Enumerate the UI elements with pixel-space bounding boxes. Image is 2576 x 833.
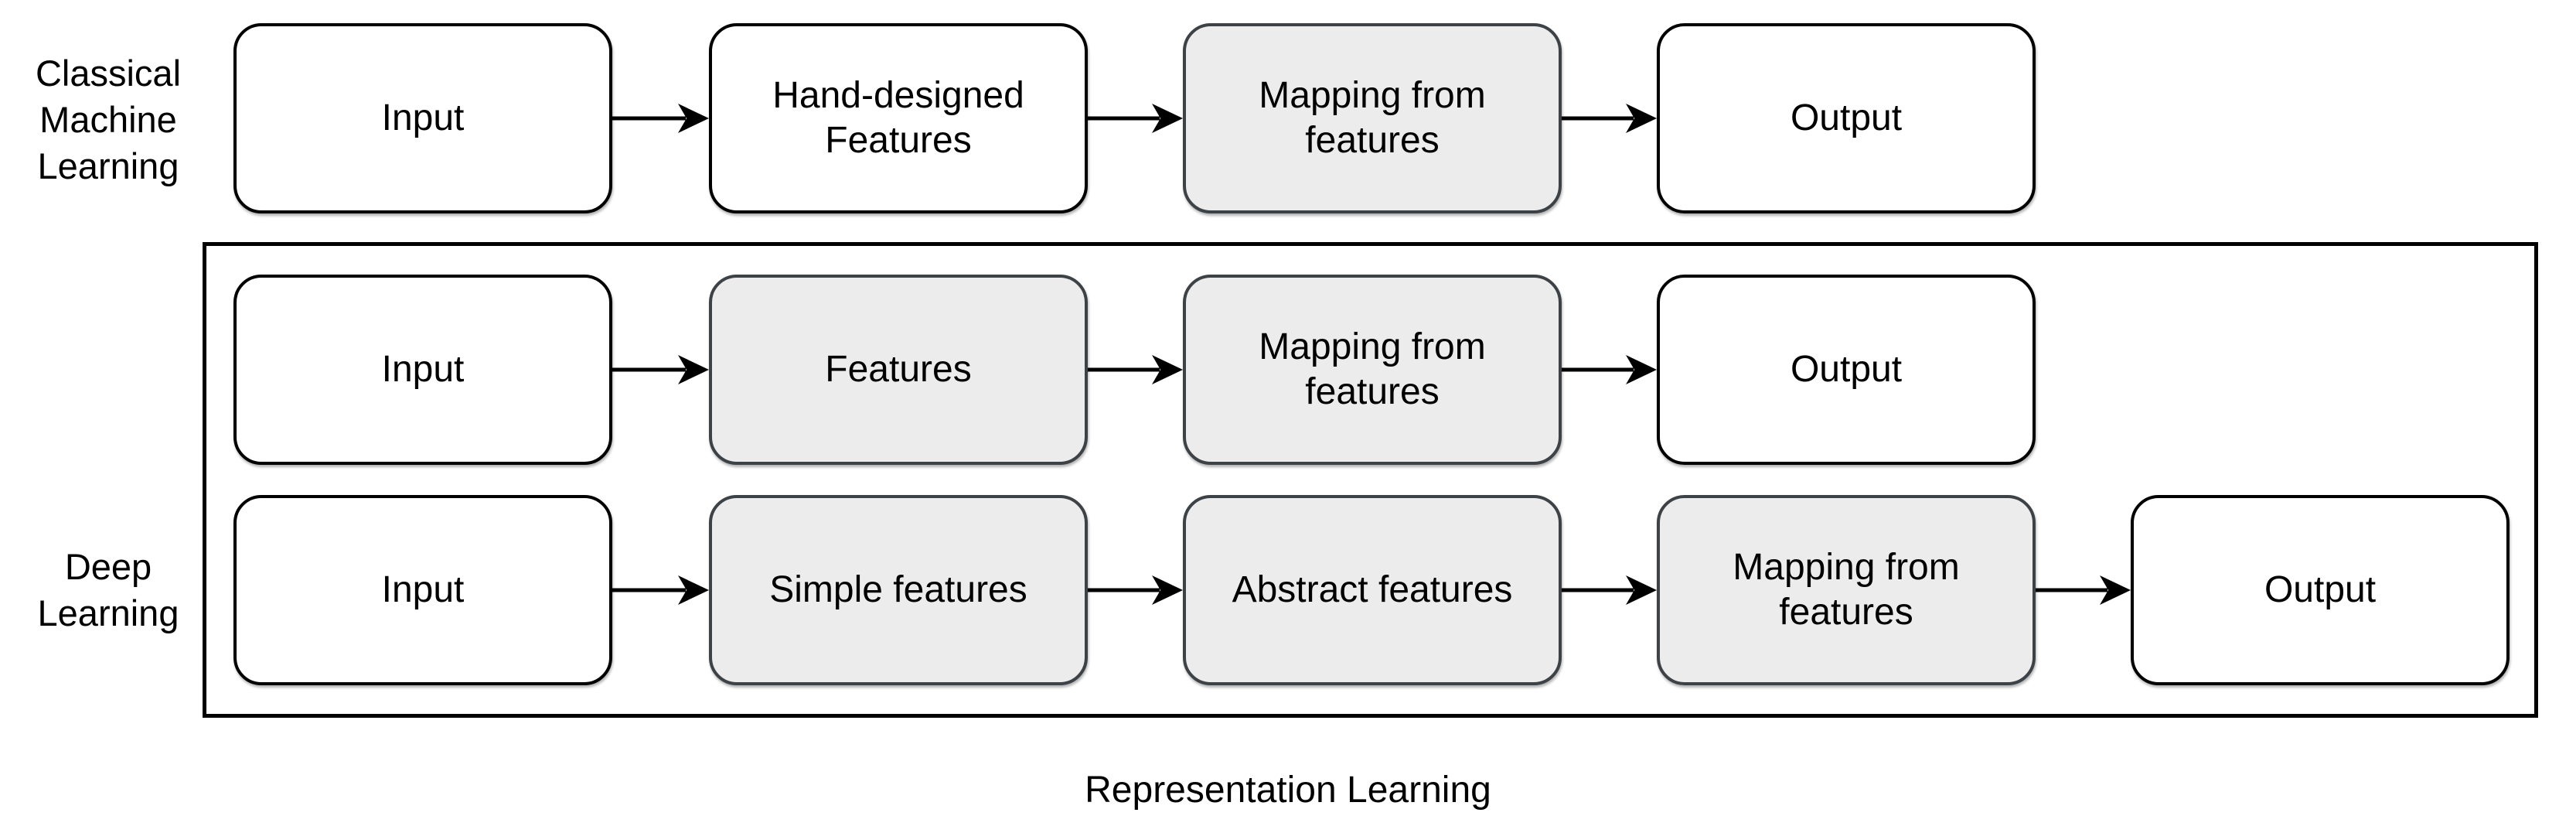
box-representation-features: Features <box>709 275 1088 465</box>
flow-arrow <box>1562 104 1657 133</box>
box-classical-input: Input <box>233 23 612 213</box>
box-label: Abstract features <box>1232 569 1513 610</box>
box-classical-mapping-from-features: Mapping from features <box>1183 23 1562 213</box>
box-deep-input: Input <box>233 495 612 685</box>
representation-learning-container <box>203 242 2538 718</box>
box-label: Mapping from features <box>1733 547 1960 633</box>
classical-ml-label: Classical Machine Learning <box>35 53 182 186</box>
box-deep-output: Output <box>2131 495 2510 685</box>
box-deep-mapping-from-features: Mapping from features <box>1657 495 2036 685</box>
box-label: Input <box>381 569 465 610</box>
box-label: Hand-designed Features <box>772 75 1024 161</box>
box-deep-simple-features: Simple features <box>709 495 1088 685</box>
box-label: Output <box>1790 349 1903 390</box>
flow-arrow <box>612 104 709 133</box>
box-label: Input <box>381 349 465 390</box>
caption-representation-learning: Representation Learning <box>1085 770 1491 811</box>
box-label: Simple features <box>769 569 1027 610</box>
box-label: Mapping from features <box>1259 326 1486 412</box>
flow-arrow <box>1088 104 1183 133</box>
deep-learning-label: Deep Learning <box>37 546 179 633</box>
box-representation-input: Input <box>233 275 612 465</box>
box-representation-mapping-from-features: Mapping from features <box>1183 275 1562 465</box>
box-classical-output: Output <box>1657 23 2036 213</box>
box-label: Input <box>381 97 465 138</box>
box-label: Features <box>825 349 972 390</box>
box-representation-output: Output <box>1657 275 2036 465</box>
box-classical-hand-designed-features: Hand-designed Features <box>709 23 1088 213</box>
box-label: Mapping from features <box>1259 75 1486 161</box>
box-deep-abstract-features: Abstract features <box>1183 495 1562 685</box>
box-label: Output <box>1790 97 1903 138</box>
box-label: Output <box>2264 569 2377 610</box>
